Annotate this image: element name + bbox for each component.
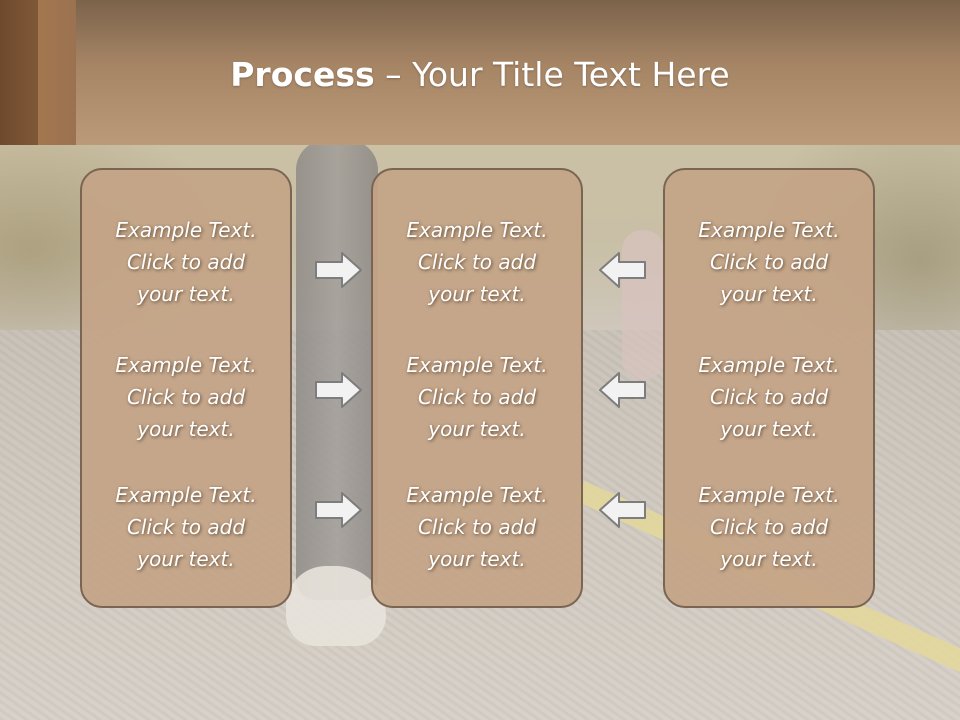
runner-leg-image [296, 140, 378, 600]
text-line: Click to add [417, 385, 537, 409]
text-line: Example Text. [406, 218, 548, 242]
text-placeholder[interactable]: Example Text. Click to add your text. [665, 214, 873, 310]
text-line: Example Text. [406, 353, 548, 377]
arrow-left-icon [597, 250, 647, 290]
text-line: Click to add [417, 250, 537, 274]
text-line: Example Text. [698, 483, 840, 507]
slide-title-bold: Process [230, 55, 375, 94]
slide-title[interactable]: Process – Your Title Text Here [0, 52, 960, 98]
text-line: your text. [137, 547, 235, 571]
content-box-right[interactable]: Example Text. Click to add your text. Ex… [663, 168, 875, 608]
text-placeholder[interactable]: Example Text. Click to add your text. [665, 479, 873, 575]
text-line: your text. [137, 282, 235, 306]
text-line: your text. [428, 417, 526, 441]
text-line: Click to add [126, 250, 246, 274]
text-line: Click to add [417, 515, 537, 539]
arrow-right-icon [314, 250, 364, 290]
text-line: Example Text. [406, 483, 548, 507]
text-line: your text. [428, 547, 526, 571]
text-line: Click to add [709, 385, 829, 409]
text-line: Click to add [126, 385, 246, 409]
text-placeholder[interactable]: Example Text. Click to add your text. [82, 479, 290, 575]
text-line: Click to add [709, 515, 829, 539]
text-line: Click to add [126, 515, 246, 539]
content-box-center[interactable]: Example Text. Click to add your text. Ex… [371, 168, 583, 608]
text-placeholder[interactable]: Example Text. Click to add your text. [373, 214, 581, 310]
text-line: your text. [720, 547, 818, 571]
text-line: Example Text. [115, 353, 257, 377]
runner-shoe-image [286, 566, 386, 646]
arrow-left-icon [597, 490, 647, 530]
text-line: your text. [137, 417, 235, 441]
background-runner-image [622, 230, 664, 380]
content-box-left[interactable]: Example Text. Click to add your text. Ex… [80, 168, 292, 608]
slide-title-rest: – Your Title Text Here [374, 55, 730, 94]
text-placeholder[interactable]: Example Text. Click to add your text. [82, 214, 290, 310]
text-line: Click to add [709, 250, 829, 274]
arrow-right-icon [314, 370, 364, 410]
arrow-left-icon [597, 370, 647, 410]
text-line: your text. [720, 417, 818, 441]
text-placeholder[interactable]: Example Text. Click to add your text. [665, 349, 873, 445]
text-placeholder[interactable]: Example Text. Click to add your text. [82, 349, 290, 445]
text-line: Example Text. [698, 218, 840, 242]
text-placeholder[interactable]: Example Text. Click to add your text. [373, 479, 581, 575]
text-line: Example Text. [698, 353, 840, 377]
title-band: Process – Your Title Text Here [0, 0, 960, 145]
text-placeholder[interactable]: Example Text. Click to add your text. [373, 349, 581, 445]
text-line: Example Text. [115, 218, 257, 242]
header-accent-light [38, 0, 76, 145]
header-accent-dark [0, 0, 38, 145]
arrow-right-icon [314, 490, 364, 530]
text-line: Example Text. [115, 483, 257, 507]
text-line: your text. [428, 282, 526, 306]
text-line: your text. [720, 282, 818, 306]
